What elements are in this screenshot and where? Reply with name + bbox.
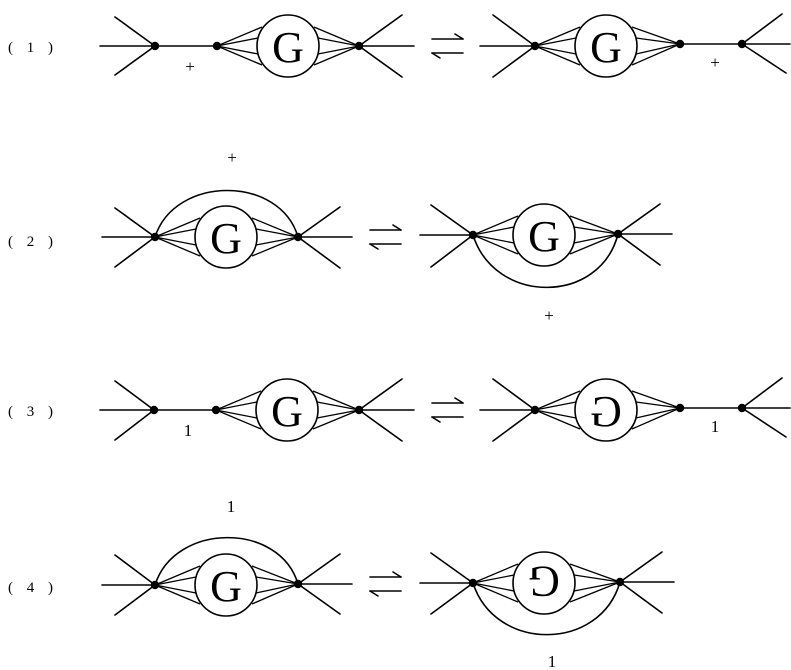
- row-4-left-g-letter: G: [210, 562, 242, 611]
- row-4-right-g-blob: [512, 551, 576, 615]
- row-2-left-upper-arc: [154, 189, 299, 238]
- row-2-left-g-blob: [194, 205, 258, 269]
- row-4-left-diagram: G 1: [101, 497, 353, 617]
- row-3-left-diagram: G 1: [99, 378, 415, 442]
- row-1-left-diagram: G +: [99, 14, 415, 78]
- row-3-left-mark: 1: [184, 421, 193, 440]
- row-2-left-diagram: G +: [101, 148, 353, 269]
- row-4-left-mark: 1: [227, 497, 236, 516]
- row-1-left-g-letter: G: [272, 23, 304, 72]
- row-2-label: ( 2 ): [8, 234, 58, 250]
- row-2-right-diagram: G +: [419, 203, 673, 325]
- row-4-right-mark: 1: [548, 652, 557, 670]
- row-2-right-mark: +: [544, 306, 554, 325]
- row-4-right-diagram: G 1: [419, 551, 675, 670]
- row-4: ( 4 ) G 1: [8, 497, 675, 670]
- row-2: ( 2 ) G +: [8, 148, 673, 325]
- row-4-left-g-blob: [194, 553, 258, 617]
- row-1-right-g-blob: [574, 14, 638, 78]
- row-3-right-diagram: G 1: [479, 377, 791, 442]
- row-2-right-g-letter: G: [528, 212, 560, 261]
- row-3: ( 3 ) G 1: [8, 377, 791, 442]
- row-2-left-g-letter: G: [210, 214, 242, 263]
- row-2-equilibrium-arrows: [369, 224, 402, 250]
- row-1-label: ( 1 ): [8, 40, 58, 56]
- row-2-right-lower-arc: [472, 233, 619, 289]
- row-4-right-lower-arc: [472, 581, 621, 636]
- row-3-right-g-blob: [574, 378, 638, 442]
- row-4-equilibrium-arrows: [369, 571, 402, 597]
- row-2-left-mark: +: [227, 148, 237, 167]
- row-1-right-g-letter: G: [590, 23, 622, 72]
- row-1-right-mark: +: [710, 53, 720, 72]
- row-1: ( 1 ) G +: [8, 13, 791, 78]
- row-3-equilibrium-arrows: [431, 397, 464, 423]
- row-3-left-g-blob: [255, 378, 319, 442]
- row-4-label: ( 4 ): [8, 580, 58, 596]
- row-1-equilibrium-arrows: [431, 33, 464, 59]
- row-1-left-g-blob: [256, 14, 320, 78]
- row-1-right-diagram: G +: [479, 13, 791, 78]
- row-4-left-upper-arc: [154, 536, 299, 586]
- row-2-right-g-blob: [512, 203, 576, 267]
- row-3-right-mark: 1: [711, 417, 720, 436]
- row-3-right-g-letter-mirrored: G: [590, 387, 622, 436]
- row-1-left-mark: +: [185, 57, 195, 76]
- row-3-label: ( 3 ): [8, 404, 58, 420]
- row-4-right-g-letter-rotated: G: [528, 557, 560, 606]
- row-3-left-g-letter: G: [271, 387, 303, 436]
